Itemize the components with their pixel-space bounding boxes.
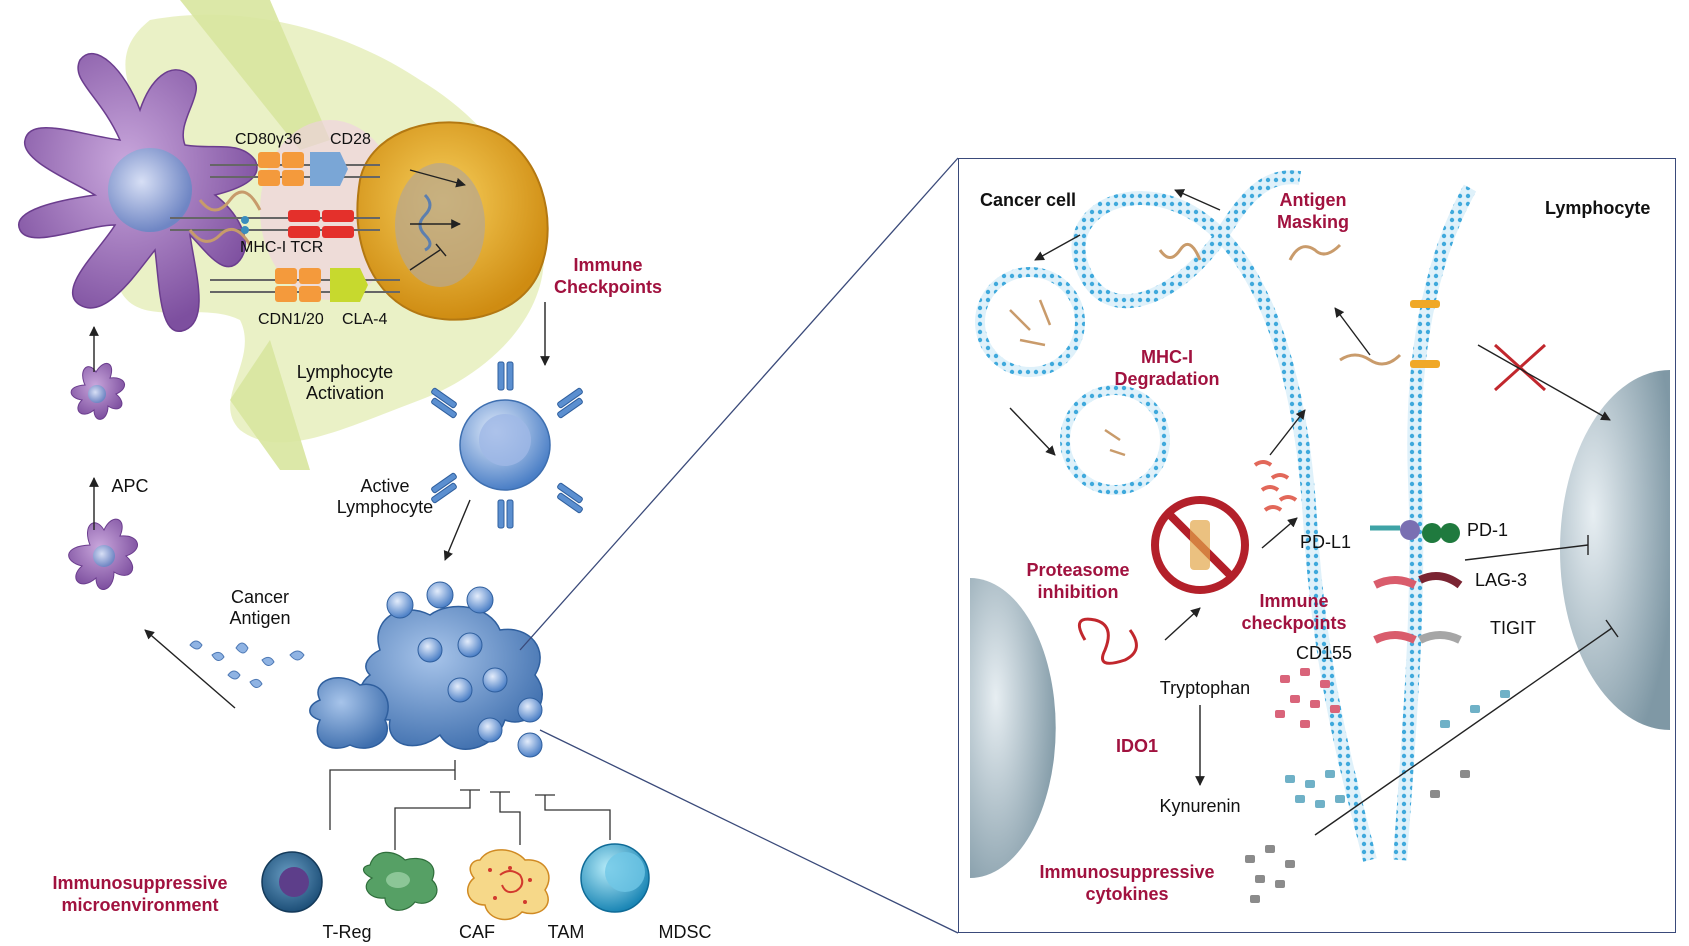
kynurenin-label: Kynurenin	[1159, 796, 1241, 816]
inhibition-lines	[329, 760, 611, 850]
immune-checkpoints-right-label-1: Immune	[1259, 591, 1329, 611]
pd1-pdl1-pair	[1370, 520, 1460, 543]
left-flow-arrows	[89, 302, 550, 709]
cancer-antigen-label-1: Cancer	[230, 587, 290, 607]
cancer-cell-body	[970, 578, 1056, 878]
active-lymphocyte-cell	[431, 361, 583, 529]
cytokine-molecules	[1245, 770, 1470, 903]
cdn-label: CDN1/20	[258, 311, 324, 328]
cancer-cell-label: Cancer cell	[980, 190, 1077, 210]
caf-label: CAF	[459, 922, 495, 942]
proteasome-inhibition-label-2: inhibition	[1037, 582, 1119, 602]
tam-label: TAM	[547, 922, 585, 942]
tam-cell	[466, 849, 550, 921]
tcell-signal-arrows	[409, 169, 466, 271]
receptor-cd80-cd28	[210, 152, 380, 186]
tryptophan-label: Tryptophan	[1159, 678, 1251, 698]
blocked-x	[1493, 343, 1547, 392]
caf-cell	[362, 851, 438, 911]
cd155-molecules	[1275, 668, 1340, 728]
mdsc-label: MDSC	[658, 922, 712, 942]
cd80-label: CD80γ36	[235, 131, 302, 148]
antigen-masking-label-1: Antigen	[1279, 190, 1347, 210]
immunosuppressive-label-1: Immunosuppressive	[52, 873, 228, 893]
cytokines-label-2: cytokines	[1085, 884, 1169, 904]
vesicle-mhc-fragments	[1009, 299, 1126, 457]
apc-large-cell	[17, 53, 258, 333]
tumor-mass	[309, 581, 543, 758]
apc-small-cell-2	[68, 518, 138, 590]
vesicle-2	[1060, 385, 1170, 495]
treg-label: T-Reg	[322, 922, 372, 942]
cd155-label: CD155	[1296, 643, 1353, 663]
mhc-tcr-label: MHC-I TCR	[240, 239, 324, 256]
apc-label: APC	[111, 476, 149, 496]
zoom-panel	[958, 158, 1676, 933]
ido1-label: IDO1	[1115, 736, 1159, 756]
cancer-membrane	[1071, 170, 1377, 862]
immune-checkpoints-right-label-2: checkpoints	[1241, 613, 1347, 633]
lymphocyte-activation-label-2: Activation	[305, 383, 385, 403]
peptide-fragments	[1253, 460, 1298, 512]
cytokines-label-1: Immunosuppressive	[1039, 862, 1215, 882]
pd-1-label: PD-1	[1467, 520, 1509, 540]
immune-checkpoints-label-1: Immune	[573, 255, 643, 275]
lymphocyte-label: Lymphocyte	[1545, 198, 1651, 218]
immune-checkpoints-label-2: Checkpoints	[553, 277, 663, 297]
lag3-label: LAG-3	[1475, 570, 1528, 590]
vesicle-1	[975, 267, 1085, 377]
lag3-pair	[1373, 572, 1463, 589]
kynurenin-molecules	[1285, 690, 1510, 808]
cla4-label: CLA-4	[342, 311, 388, 328]
lymphocyte-activation-label-1: Lymphocyte	[296, 362, 394, 382]
active-lymphocyte-label-1: Active	[360, 476, 410, 496]
lymphocyte-membrane	[1393, 184, 1477, 861]
lymphocyte-body	[1560, 370, 1670, 730]
proteasome-inhibition-label-1: Proteasome	[1026, 560, 1130, 580]
cd28-label: CD28	[330, 131, 371, 148]
proteasome-inhibition-sign	[1151, 496, 1249, 594]
mhc-molecules	[1158, 242, 1402, 366]
masking-antibodies	[1410, 300, 1440, 368]
receptor-cdn-cla4	[210, 268, 400, 302]
antigen-masking-label-2: Masking	[1276, 212, 1350, 232]
mhc-degradation-label-1: MHC-I	[1141, 347, 1193, 367]
cancer-antigen-fragments	[189, 640, 305, 688]
active-lymphocyte-label-2: Lymphocyte	[336, 497, 434, 517]
tigit-pair	[1373, 631, 1462, 644]
zoom-lines	[519, 157, 959, 934]
protein-strand	[1077, 617, 1138, 665]
receptor-mhc-tcr	[170, 190, 380, 246]
t-cell	[356, 121, 549, 321]
right-panel-content	[970, 170, 1670, 903]
cancer-antigen-label-2: Antigen	[229, 608, 291, 628]
mhc-degradation-label-2: Degradation	[1114, 369, 1220, 389]
treg-cell	[261, 851, 323, 913]
mdsc-cell	[580, 843, 650, 913]
tigit-label: TIGIT	[1490, 618, 1536, 638]
right-flow-arrows	[1009, 189, 1619, 836]
immunosuppressive-label-2: microenvironment	[61, 895, 219, 915]
apc-small-cell-1	[70, 363, 125, 420]
pd-l1-label: PD-L1	[1300, 532, 1352, 552]
